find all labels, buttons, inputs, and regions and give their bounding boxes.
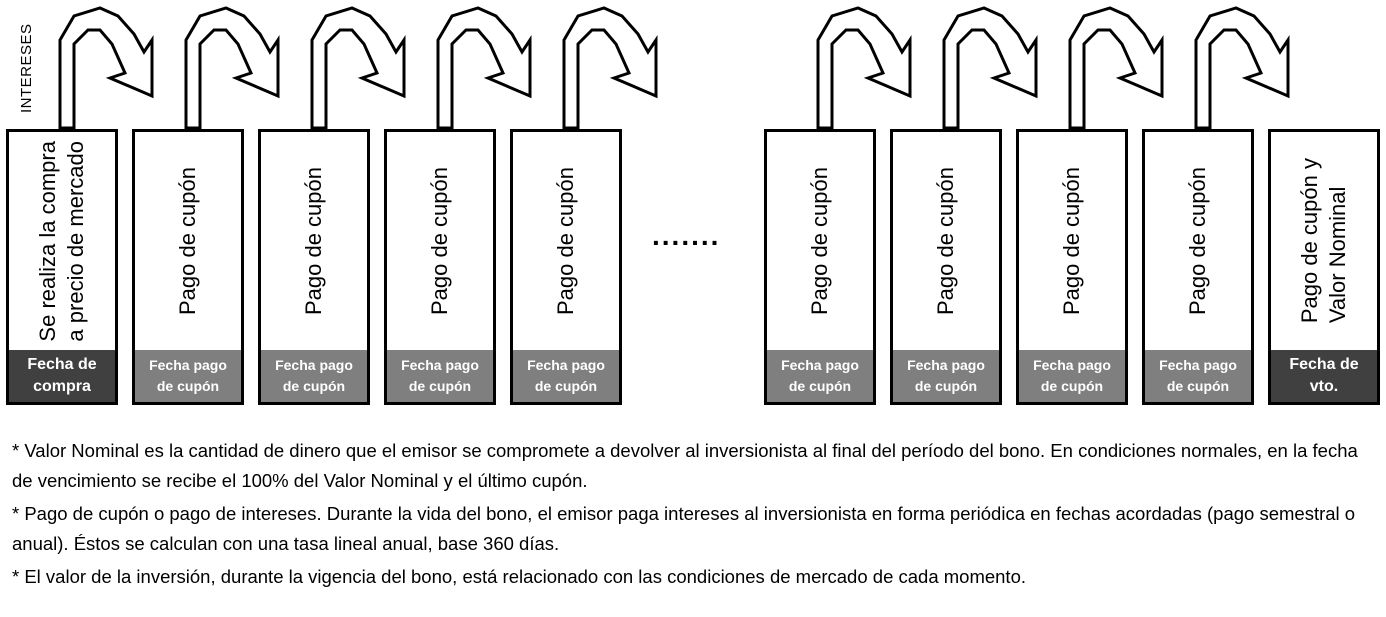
note-valor-inversion: * El valor de la inversión, durante la v… — [12, 566, 1027, 587]
interest-arrow — [1068, 6, 1164, 130]
interest-arrows — [58, 6, 1290, 130]
box-text: Pago de cupón — [807, 166, 832, 316]
note-valor-nominal: * Valor Nominal es la cantidad de dinero… — [12, 440, 1358, 491]
box-text: Pago de cupón — [933, 166, 958, 316]
box-date-footer: Fecha pago de cupón — [767, 350, 873, 402]
intereses-label: INTERESES — [18, 23, 35, 113]
timeline-box: Se realiza la compra a precio de mercado… — [6, 129, 118, 405]
box-text: Pago de cupón — [301, 166, 326, 316]
box-date-footer: Fecha de compra — [9, 350, 115, 402]
box-text: Pago de cupón — [175, 166, 200, 316]
interest-arrow — [816, 6, 912, 130]
box-text: Pago de cupón — [427, 166, 452, 316]
box-date-footer: Fecha pago de cupón — [1145, 350, 1251, 402]
box-text: Pago de cupón y Valor Nominal — [1297, 158, 1350, 324]
note-pago-cupon: * Pago de cupón o pago de intereses. Dur… — [12, 503, 1356, 554]
box-text: Se realiza la compra a precio de mercado — [35, 140, 88, 342]
box-date-footer: Fecha de vto. — [1271, 350, 1377, 402]
interest-arrow — [436, 6, 532, 130]
footnotes: * Valor Nominal es la cantidad de dinero… — [12, 436, 1362, 595]
interest-arrow — [184, 6, 280, 130]
box-date-footer: Fecha pago de cupón — [513, 350, 619, 402]
interest-arrow — [562, 6, 658, 130]
ellipsis: ....... — [652, 220, 721, 251]
box-text: Pago de cupón — [1185, 166, 1210, 316]
interest-arrow — [942, 6, 1038, 130]
box-date-footer: Fecha pago de cupón — [893, 350, 999, 402]
box-date-footer: Fecha pago de cupón — [261, 350, 367, 402]
box-text: Pago de cupón — [553, 166, 578, 316]
interest-arrow — [58, 6, 154, 130]
interest-arrow — [1194, 6, 1290, 130]
box-date-footer: Fecha pago de cupón — [135, 350, 241, 402]
box-text: Pago de cupón — [1059, 166, 1084, 316]
box-date-footer: Fecha pago de cupón — [387, 350, 493, 402]
box-date-footer: Fecha pago de cupón — [1019, 350, 1125, 402]
interest-arrow — [310, 6, 406, 130]
